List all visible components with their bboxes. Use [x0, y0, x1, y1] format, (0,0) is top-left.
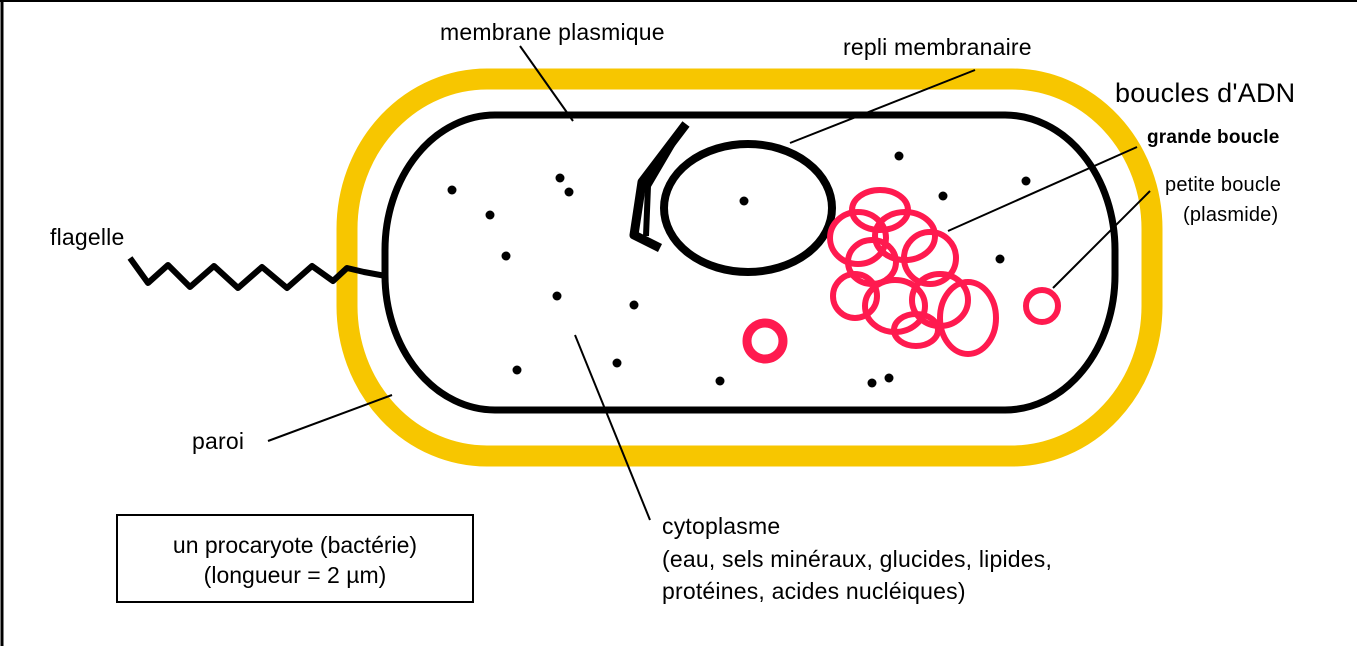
label-flagellum: flagelle	[50, 226, 125, 249]
label-cytoplasm-2: (eau, sels minéraux, glucides, lipides,	[662, 548, 1052, 571]
label-membrane: membrane plasmique	[440, 21, 665, 44]
label-small-loop-1: petite boucle	[1165, 175, 1281, 195]
label-small-loop-2: (plasmide)	[1183, 205, 1278, 225]
caption-box: un procaryote (bactérie) (longueur = 2 µ…	[116, 514, 474, 603]
caption-line-1: un procaryote (bactérie)	[118, 534, 472, 557]
label-fold: repli membranaire	[843, 36, 1032, 59]
label-cytoplasm-3: protéines, acides nucléiques)	[662, 580, 966, 603]
label-dna-title: boucles d'ADN	[1115, 80, 1295, 107]
caption-line-2: (longueur = 2 µm)	[118, 564, 472, 587]
label-cytoplasm-1: cytoplasme	[662, 515, 780, 538]
label-big-loop: grande boucle	[1147, 128, 1279, 147]
pointer-wall	[268, 395, 392, 441]
label-wall: paroi	[192, 430, 244, 453]
